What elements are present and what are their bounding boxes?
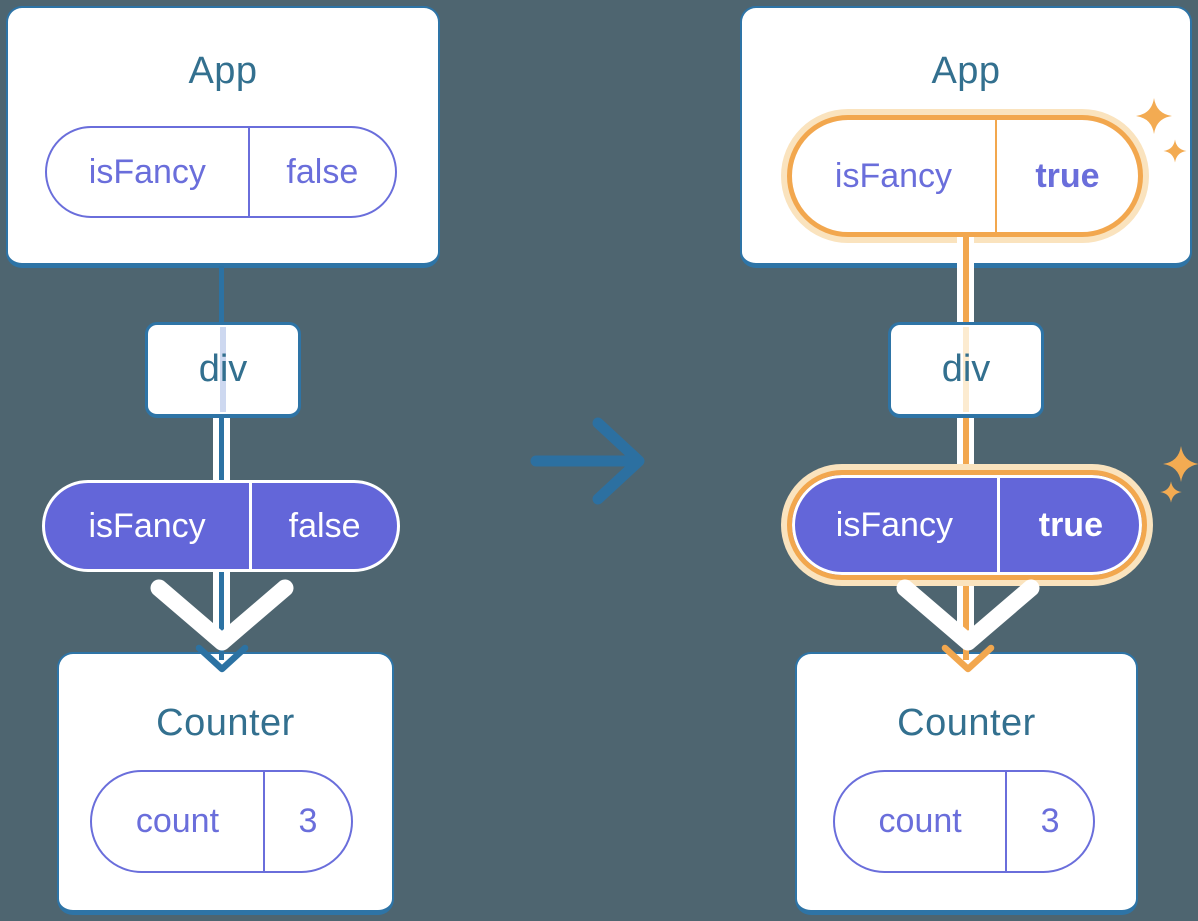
state-name: isFancy [47,128,250,216]
right-app-state-pill-highlighted: isFancy true [787,115,1143,237]
right-div-pass-through-line [963,327,969,412]
left-app-state-pill: isFancy false [45,126,397,218]
left-counter-title: Counter [156,702,295,744]
right-app-card: App isFancy true [740,6,1192,268]
left-prop-pill: isFancy false [42,480,400,572]
right-counter-state-pill: count 3 [833,770,1095,873]
state-name: count [835,772,1008,871]
left-pill-to-counter-line [219,572,224,660]
right-div-to-pill-line [963,418,969,478]
left-div-node: div [145,322,301,418]
left-counter-card: Counter count 3 [57,652,394,915]
right-counter-card: Counter count 3 [795,652,1138,915]
state-value: 3 [1040,802,1060,840]
state-value: 3 [298,802,318,840]
right-app-to-div-line [963,234,969,322]
left-app-card: App isFancy false [6,6,440,268]
right-div-label: div [941,348,991,390]
state-name: isFancy [792,120,997,232]
state-name: count [92,772,265,871]
prop-name: isFancy [45,483,253,569]
prop-value: true [1038,505,1103,544]
right-pill-to-counter-line [963,580,969,660]
sparkle-icon-small [1160,481,1182,503]
left-div-pass-through-line [220,327,226,412]
right-div-node: div [888,322,1044,418]
left-counter-state-pill: count 3 [90,770,353,873]
left-app-title: App [188,50,258,92]
sparkle-icon-large [1163,446,1198,482]
right-app-title: App [931,50,1001,92]
left-app-to-div-line [219,266,224,322]
right-prop-pill-highlighted: isFancy true [787,470,1147,580]
right-counter-title: Counter [897,702,1036,744]
right-arrow-icon [530,417,645,505]
prop-value: false [288,506,361,545]
left-div-to-pill-line [219,418,224,480]
state-value: true [1035,156,1100,195]
state-value: false [286,152,359,191]
prop-name: isFancy [792,475,1000,575]
left-div-label: div [198,348,248,390]
